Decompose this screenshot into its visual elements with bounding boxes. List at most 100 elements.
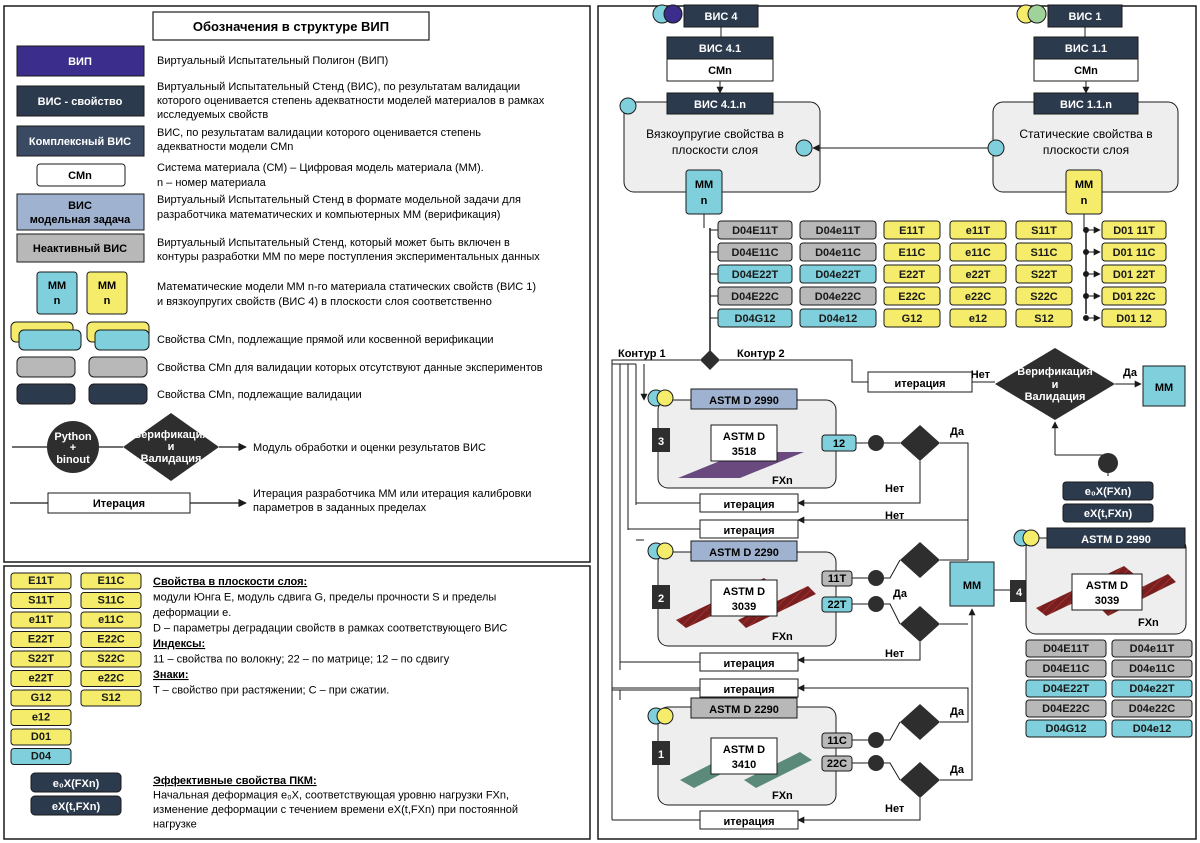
legend-desc-2a: ВИС, по результатам валидации которого о… <box>157 127 481 139</box>
grid-cell-2-1-label: D04e22T <box>815 269 861 281</box>
prop-chip-col1-4-label: S22T <box>28 653 55 665</box>
vis4-dot-purple <box>663 4 683 24</box>
top-net-label: Нет <box>971 369 991 381</box>
prop-chip-col1-1-box <box>10 592 72 609</box>
vis2-number-box <box>652 585 670 609</box>
center-mm-box <box>949 561 995 607</box>
legend-desc-5b: контуры разработки ММ по мере поступлени… <box>157 251 540 263</box>
vis3-astm-l1: ASTM D <box>723 431 765 443</box>
python-node-vis4 <box>1098 453 1118 473</box>
grid-cell-0-1-box <box>799 220 877 240</box>
legend-desc-11b: параметров в заданных пределах <box>253 502 427 514</box>
legend-verif-l2: и <box>168 441 175 453</box>
eff-box-initial <box>30 772 122 793</box>
prop-chip-col1-3-label: E22T <box>28 634 55 646</box>
prop-chip-col2-5-box <box>80 670 142 687</box>
vis1b-diamond-a <box>900 704 940 740</box>
eff-box-initial-label: e₀X(FXn) <box>53 778 100 790</box>
grid-cell-0-5-box <box>1101 220 1167 240</box>
grid-cell-1-2-box <box>883 242 941 262</box>
vis4-eff-box-1 <box>1062 481 1154 501</box>
grid-row-node-0 <box>1083 227 1089 233</box>
vis4b-astm2990-box <box>1046 527 1186 549</box>
grid-row-node-4 <box>1083 315 1089 321</box>
visco-side-dot <box>795 139 813 157</box>
vis1b-number-box <box>652 741 670 765</box>
legend-desc-1c: исследуемых свойств <box>157 109 268 121</box>
static-text-l2: плоскости слоя <box>1043 143 1129 157</box>
prop-chip-col1-7-box <box>10 709 72 726</box>
vis4-grid-cell-0-0-label: D04E11T <box>1043 643 1089 655</box>
vis3-number: 3 <box>658 436 664 448</box>
vis4-eff-label-2: eX(t,FXn) <box>1084 508 1133 520</box>
vis3-number-box <box>652 428 670 452</box>
vis4-eff-box-2 <box>1062 503 1154 523</box>
vis3-da: Да <box>950 426 965 438</box>
top-iteration-label: итерация <box>894 378 945 390</box>
vis1-top-no-arrow <box>797 684 969 692</box>
props-text: Свойства в плоскости слоя:модули Юнга E,… <box>153 576 507 697</box>
prop-chip-col1-6-label: G12 <box>31 692 52 704</box>
legend-desc-3a: Система материала (СМ) – Цифровая модель… <box>157 162 484 174</box>
static-side-dot <box>987 139 1005 157</box>
prop-chip-col1-8-label: D01 <box>31 731 51 743</box>
grid-cell-2-4-box <box>1015 264 1073 284</box>
grid-cell-4-2-label: G12 <box>902 313 923 325</box>
vis1b-python-node-b <box>868 755 884 771</box>
grid-cell-3-4-box <box>1015 286 1073 306</box>
legend-desc-1b: которого оценивается степень адекватност… <box>157 95 545 107</box>
eff-box-time <box>30 795 122 816</box>
mm-static-l2: n <box>1081 195 1088 207</box>
vis1-label: ВИС 1 <box>1069 11 1102 23</box>
eff-text-0: Эффективные свойства ПКМ: <box>153 775 317 787</box>
grid-cell-3-0-box <box>717 286 793 306</box>
top-verif-l1: Верификация <box>1017 366 1093 378</box>
vis2-top-no-arrow <box>797 516 969 560</box>
legend-panel: Обозначения в структуре ВИП ВИП ВИС - св… <box>3 5 591 563</box>
grid-cell-0-5-label: D01 11T <box>1113 225 1155 237</box>
legend-desc-4a: Виртуальный Испытательный Стенд в формат… <box>157 194 521 206</box>
grid-cell-2-3-box <box>949 264 1007 284</box>
top-verif-l3: Валидация <box>1025 391 1086 403</box>
prop-chip-col2-2-label: e11C <box>98 614 124 626</box>
prop-chip-col2-1-box <box>80 592 142 609</box>
vis3-fxn: FXn <box>772 475 793 487</box>
visco-text-l2: плоскости слоя <box>672 143 758 157</box>
prop-chip-col2-6-label: S12 <box>101 692 121 704</box>
grid-cell-0-4-box <box>1015 220 1073 240</box>
kontur2-line <box>720 359 868 383</box>
grid-cell-4-3-label: e12 <box>969 313 987 325</box>
vis3-astm2990-label: ASTM D 2990 <box>709 395 779 407</box>
grid-cell-1-3-box <box>949 242 1007 262</box>
vis2-astm2290-label: ASTM D 2290 <box>709 547 779 559</box>
vis41n-label: ВИС 4.1.n <box>694 99 746 111</box>
prop-chip-col2-4-box <box>80 650 142 668</box>
vis4-number: 4 <box>1016 587 1023 599</box>
vis1b-yes-b <box>940 760 973 781</box>
grid-cell-3-5-box <box>1101 286 1167 306</box>
vis2-diamond-a <box>900 542 940 578</box>
static-text-l1: Статические свойства в <box>1019 127 1152 141</box>
legend-python-node <box>47 421 99 473</box>
vis1b-astm2290-label: ASTM D 2290 <box>709 704 779 716</box>
prop-chip-col1-4-box <box>10 650 72 668</box>
grid-cell-4-2-box <box>883 308 941 328</box>
vis2-net: Нет <box>885 648 905 660</box>
legend-noexp-swatch-a <box>16 356 76 378</box>
vis4-grid-cell-4-0-box <box>1025 719 1107 738</box>
legend-desc-11a: Итерация разработчика ММ или итерация ка… <box>253 488 531 500</box>
top-verif-l2: и <box>1052 379 1059 391</box>
vis2-link-a2 <box>884 559 901 579</box>
grid-cell-1-0-box <box>717 242 793 262</box>
vis1b-tag-22c-label: 22C <box>827 758 847 770</box>
vis4-grid-cell-1-1-label: D04e11C <box>1129 663 1175 675</box>
final-mm-box <box>1142 365 1186 407</box>
legend-vip-swatch <box>16 45 145 77</box>
vis1b-astm-l2: 3410 <box>732 759 756 771</box>
grid-cell-0-2-label: E11T <box>899 225 925 237</box>
legend-desc-10: Модуль обработки и оценки результатов ВИ… <box>253 442 486 454</box>
vis4-grid-cell-3-1-box <box>1111 699 1193 718</box>
